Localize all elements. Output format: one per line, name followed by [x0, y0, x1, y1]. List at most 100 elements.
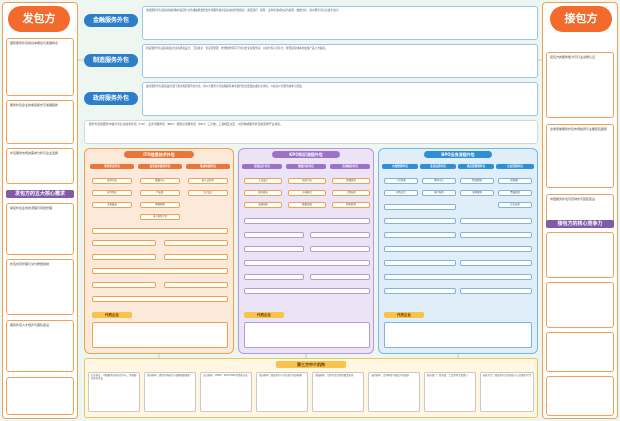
footer-cell: 认证机构：CMMI、ISO27001等资质认证 — [200, 372, 252, 412]
kpo-node — [244, 274, 304, 280]
kpo-node — [244, 322, 370, 348]
ito-node — [92, 268, 228, 274]
financial-outsourcing-text: 金融服务外包是指金融机构将其部分业务或职能委托给外部服务提供商完成的经营模式，涵… — [142, 6, 538, 40]
bpo-panel-title: BPO业务流程外包 — [424, 151, 492, 158]
footer-cell: 培训机构：服务外包人才培训与实训基地 — [256, 372, 308, 412]
kpo-node — [244, 218, 370, 224]
kpo-node — [244, 288, 370, 294]
footer-cell: 咨询机构：提供市场研究与战略规划服务 — [144, 372, 196, 412]
bpo-category: 内部管理外包 — [382, 164, 418, 169]
left-box: 外包服务市场的需求分析与企业选择 — [6, 148, 74, 184]
footer-cell: 园区平台：服务外包示范园区与公共服务平台 — [480, 372, 534, 412]
footer-cell: 政府部门：商务部、工信部等主管部门 — [424, 372, 476, 412]
kpo-node — [244, 246, 304, 252]
ito-node: 数据中心 — [140, 178, 180, 184]
ito-node: 网络管理 — [140, 202, 180, 208]
kpo-category: 研发设计外包 — [242, 164, 282, 169]
left-box: 外包合同管理与交付质量控制 — [6, 259, 74, 315]
bpo-category: 企业营销外包 — [496, 164, 534, 169]
kpo-node: 管理咨询 — [332, 178, 370, 184]
kpo-node: 医药研发 — [244, 190, 282, 196]
bpo-node: 客户服务 — [422, 190, 456, 196]
ito-node: 软件测试 — [92, 190, 132, 196]
bpo-node — [384, 260, 456, 266]
vendor-header: 接包方 — [550, 6, 612, 32]
ito-node — [92, 296, 228, 302]
kpo-category: 咨询服务外包 — [330, 164, 370, 169]
kpo-category: 数据分析外包 — [286, 164, 326, 169]
bpo-category: 业务运营外包 — [420, 164, 456, 169]
ito-node — [92, 228, 228, 234]
ito-node: 嵌入式软件 — [188, 178, 228, 184]
bpo-node — [460, 218, 532, 224]
kpo-node: 知识产权 — [288, 178, 326, 184]
government-outsourcing-text: 政府服务外包是指政府部门通过购买服务的方式，将公共服务与行政辅助性事务委托给社会… — [142, 82, 538, 116]
bpo-node: 物流管理 — [460, 178, 494, 184]
ito-node — [92, 322, 228, 348]
kpo-node — [310, 246, 370, 252]
government-outsourcing-title: 政府服务外包 — [84, 92, 138, 105]
ito-category: 软件研发外包 — [90, 164, 134, 169]
ito-node: 软件开发 — [92, 178, 132, 184]
bpo-node — [384, 246, 532, 252]
ito-tag: 代表企业 — [92, 312, 132, 318]
bpo-tag: 代表企业 — [384, 312, 424, 318]
kpo-node: 工程技术 — [332, 190, 370, 196]
kpo-node — [244, 260, 370, 266]
bpo-category: 供应链管理外包 — [458, 164, 494, 169]
ito-category: 信息技术服务外包 — [138, 164, 182, 169]
financial-outsourcing-title: 金融服务外包 — [84, 14, 138, 27]
ito-panel-title: ITO信息技术外包 — [124, 151, 194, 158]
left-box: 国际服务外包的基本概念与发展特点 — [6, 38, 74, 96]
kpo-node — [310, 274, 370, 280]
ito-node: 电子商务平台 — [140, 214, 180, 220]
kpo-node: 市场研究 — [288, 190, 326, 196]
footer-cell: 行业协会：中国服务外包研究中心、各地服务外包协会 — [88, 372, 140, 412]
ito-node: 芯片设计 — [188, 190, 228, 196]
left-box: 服务外包人才培养与团队建设 — [6, 320, 74, 372]
bpo-node: 票据处理 — [498, 190, 532, 196]
kpo-tag: 代表企业 — [244, 312, 284, 318]
kpo-node: 检验检测 — [332, 202, 370, 208]
left-box — [6, 377, 74, 415]
bpo-node: 财务会计 — [384, 190, 418, 196]
ito-node — [92, 282, 156, 288]
outsourcing-intro: 服务外包按服务内容分为信息技术外包（ITO）、业务流程外包（BPO）和知识流程外… — [84, 120, 538, 144]
bpo-node — [460, 260, 532, 266]
ito-node — [164, 240, 228, 246]
bpo-node — [384, 322, 532, 348]
kpo-node — [244, 232, 304, 238]
bpo-node — [384, 274, 532, 280]
bpo-node — [384, 232, 456, 238]
ito-node: 系统集成 — [92, 202, 132, 208]
kpo-node — [310, 232, 370, 238]
manufacturing-outsourcing-title: 制造服务外包 — [84, 54, 138, 67]
kpo-panel-title: KPO知识流程外包 — [272, 151, 340, 158]
bpo-node: 呼叫中心 — [422, 178, 456, 184]
right-box — [546, 232, 614, 278]
bpo-node: 营销推广 — [498, 178, 532, 184]
ito-category: 集成电路外包 — [186, 164, 230, 169]
right-box: 全球离岸服务外包市场格局与主要接包国家 — [546, 124, 614, 188]
bpo-node: 后台运营 — [498, 202, 532, 208]
bpo-node: 采购管理 — [460, 190, 494, 196]
bpo-node: 人力资源 — [384, 178, 418, 184]
right-box — [546, 332, 614, 372]
left-box: 承接外包业务的流程与风险管理 — [6, 203, 74, 255]
bpo-node — [460, 232, 532, 238]
right-box: 接包方的服务能力与行业资质认证 — [546, 52, 614, 118]
ito-node — [164, 254, 228, 260]
kpo-node: 数据挖掘 — [288, 202, 326, 208]
ito-node — [92, 254, 156, 260]
bpo-node — [384, 218, 456, 224]
kpo-node: 动漫创意 — [244, 202, 282, 208]
right-box — [546, 282, 614, 328]
bpo-node — [460, 288, 532, 294]
bpo-node — [384, 288, 456, 294]
footer-cell: 法律机构：合同审查与知识产权保护 — [368, 372, 420, 412]
ito-node — [164, 282, 228, 288]
ito-node — [92, 240, 156, 246]
manufacturing-outsourcing-text: 制造服务外包是指制造企业将研发设计、工程技术、供应链管理、检测维修等环节外包给专… — [142, 44, 538, 78]
left-ribbon: 发包方的五大核心需求 — [6, 190, 74, 198]
kpo-node: 工业设计 — [244, 178, 282, 184]
